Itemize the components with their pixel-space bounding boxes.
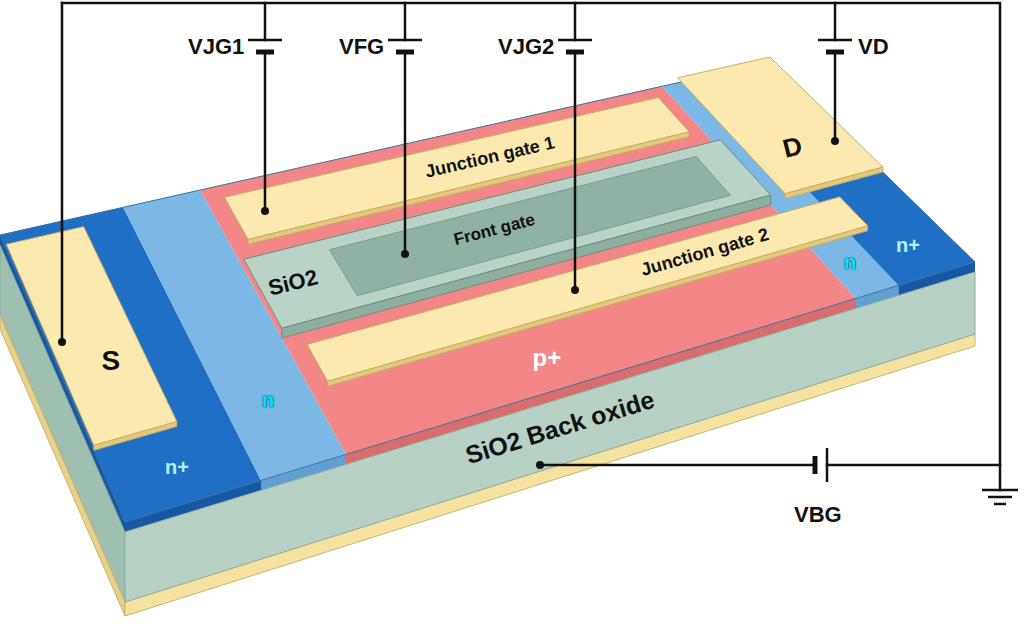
source-contact: S — [5, 225, 178, 452]
bias-wire — [834, 3, 837, 40]
battery-short-plate — [256, 50, 274, 55]
doping-label: n+ — [896, 234, 920, 256]
battery-long-plate — [818, 39, 852, 42]
drain-contact-shape — [676, 56, 884, 200]
bias-wire — [264, 52, 267, 211]
back-gate-wire — [827, 464, 1000, 467]
source-contact-shape — [5, 225, 178, 452]
ground-symbol — [988, 496, 1012, 499]
junction-gate-contact-top — [224, 98, 689, 240]
voltage-source-label: VJG2 — [498, 35, 554, 59]
bias-wire — [574, 52, 577, 290]
battery-short-plate — [826, 50, 844, 55]
contact-dot — [571, 286, 579, 294]
contact-dot — [58, 338, 66, 346]
ground-symbol — [994, 503, 1006, 506]
battery-short-plate — [396, 50, 414, 55]
contact-dot — [831, 137, 839, 145]
doping-label: n — [844, 251, 856, 273]
battery-short-plate — [813, 456, 818, 474]
bias-wire — [404, 52, 407, 254]
contact-dot — [261, 207, 269, 215]
doping-label: n — [262, 389, 274, 411]
drain-contact-top — [678, 57, 883, 194]
common-rail — [62, 3, 1000, 490]
contact-dot — [536, 461, 544, 469]
battery-long-plate — [558, 39, 592, 42]
junction-gate-contact: Junction gate 1 — [223, 96, 691, 246]
contact-dot — [401, 250, 409, 258]
battery-long-plate — [388, 39, 422, 42]
source-wire — [61, 3, 64, 342]
source-contact-top — [6, 227, 177, 446]
bias-wire — [404, 3, 407, 40]
back-oxide-layer-top — [125, 272, 975, 602]
bias-wire — [834, 52, 837, 141]
doping-label: n+ — [165, 456, 189, 478]
bias-wire — [264, 3, 267, 40]
doping-label: p+ — [533, 345, 562, 371]
drain-contact: D — [676, 56, 884, 200]
ground-symbol — [982, 489, 1018, 492]
battery-long-plate — [826, 448, 829, 482]
battery-long-plate — [248, 39, 282, 42]
voltage-source-label: VFG — [339, 35, 384, 59]
back-gate-wire — [540, 464, 815, 467]
voltage-source-label: VBG — [794, 503, 842, 527]
bias-wire — [574, 3, 577, 40]
node-label: S — [102, 346, 121, 377]
voltage-source-label: VD — [858, 35, 889, 59]
back-oxide-layer: SiO2 Back oxide — [124, 271, 976, 603]
battery-short-plate — [566, 50, 584, 55]
voltage-source-label: VJG1 — [188, 35, 244, 59]
